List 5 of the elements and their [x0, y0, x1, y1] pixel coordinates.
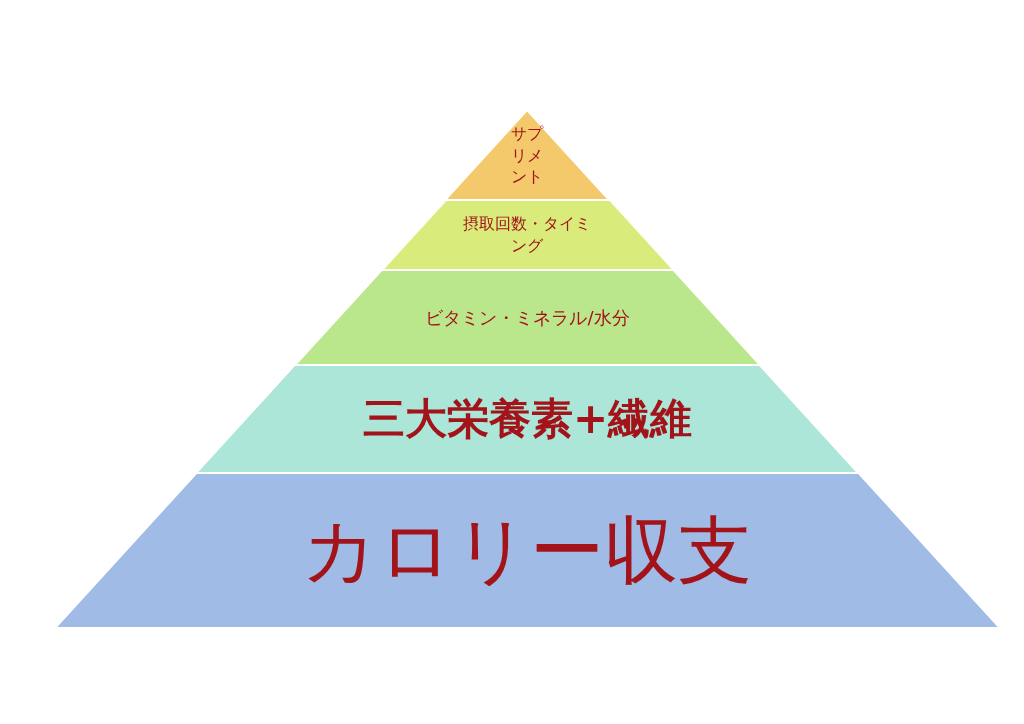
- tier-label: 三大栄養素+繊維: [361, 392, 694, 445]
- tier-label: カロリー収支: [301, 505, 754, 595]
- tier-label: 摂取回数・タイミング: [462, 213, 593, 257]
- tier-label: ビタミン・ミネラル/水分: [424, 305, 631, 330]
- tier-label: サプリメント: [510, 122, 545, 188]
